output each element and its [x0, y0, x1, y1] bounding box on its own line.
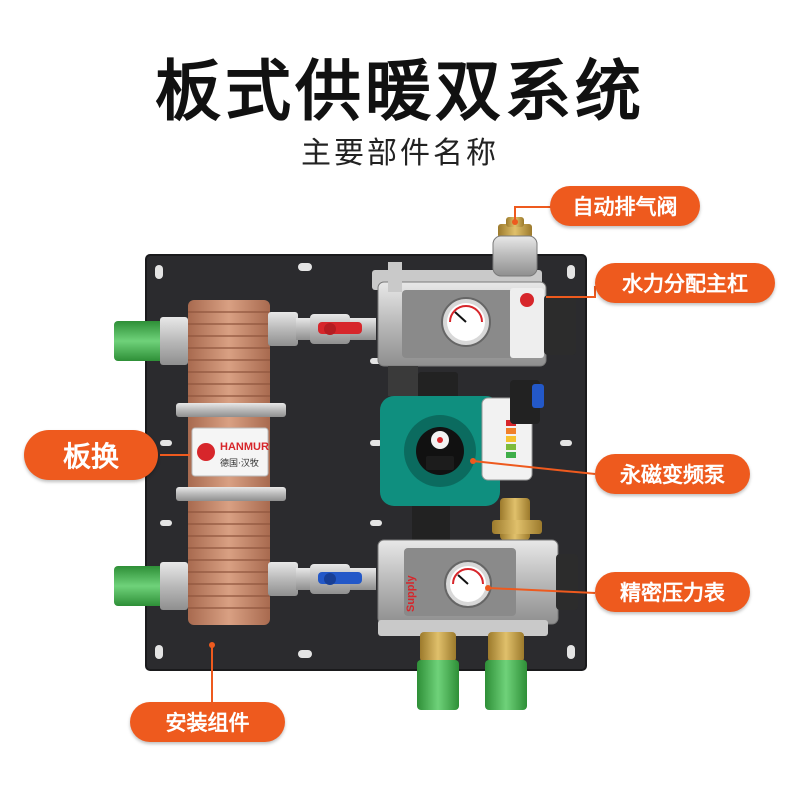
green-pipe-left-bottom: [114, 562, 188, 610]
supply-marking: Supply: [405, 574, 417, 612]
page-title: 板式供暖双系统: [155, 53, 645, 130]
green-pipe-left-top: [114, 317, 188, 365]
callout-manifold: 水力分配主杠: [595, 263, 775, 303]
pressure-relief-valve: [492, 498, 542, 540]
exchanger-brand-text: HANMUR: [220, 441, 269, 453]
page-subtitle: 主要部件名称: [301, 136, 499, 171]
circulation-pump: [380, 366, 544, 544]
ball-valve-bottom: [310, 564, 362, 594]
plate-heat-exchanger: [176, 300, 286, 625]
callout-air-valve: 自动排气阀: [550, 186, 700, 226]
callout-pump: 永磁变频泵: [595, 454, 750, 494]
callout-gauge: 精密压力表: [595, 572, 750, 612]
callout-mount: 安装组件: [130, 702, 285, 742]
exchanger-brand-cn-text: 德国·汉牧: [220, 457, 259, 469]
callout-plate-exchanger: 板换: [24, 430, 158, 480]
pressure-gauge-bottom: [444, 560, 492, 608]
pressure-gauge-top: [441, 297, 491, 347]
ball-valve-top: [310, 314, 362, 344]
air-vent-valve: [492, 217, 538, 277]
manifold-logo-badge: [510, 288, 544, 358]
callout-leaders: [160, 206, 596, 711]
bottom-outlets: [417, 632, 527, 710]
